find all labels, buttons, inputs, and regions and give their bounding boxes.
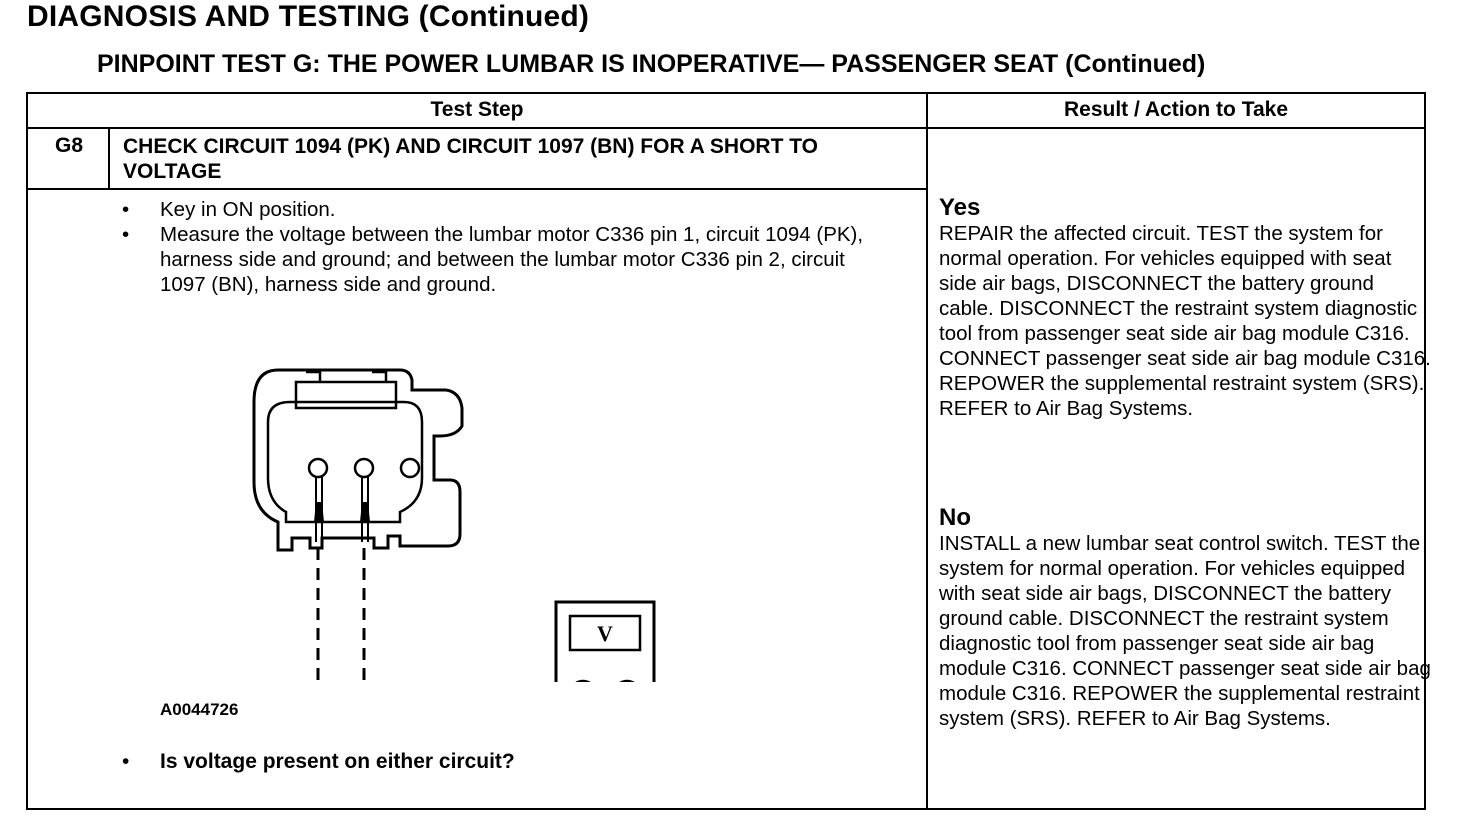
result-no-text: INSTALL a new lumbar seat control switch… xyxy=(939,532,1431,730)
column-divider xyxy=(926,94,928,808)
voltmeter-positive-terminal xyxy=(568,679,598,709)
connector-voltmeter-diagram: V + − xyxy=(250,362,670,776)
connector-cavity xyxy=(266,400,424,524)
figure-id: A0044726 xyxy=(160,700,239,719)
page-title: DIAGNOSIS AND TESTING (Continued) xyxy=(27,0,590,33)
result-yes-text: REPAIR the affected circuit. TEST the sy… xyxy=(939,222,1431,420)
voltmeter-display xyxy=(568,614,642,652)
step-question: Is voltage present on either circuit? xyxy=(118,750,878,774)
connector-pin-2 xyxy=(353,457,375,479)
voltmeter-negative-terminal xyxy=(612,679,642,709)
header-result-action: Result / Action to Take xyxy=(1063,98,1289,121)
result-no-label: No xyxy=(939,504,971,531)
instruction-item: Measure the voltage between the lumbar m… xyxy=(118,222,878,297)
result-yes: Yes REPAIR the affected circuit. TEST th… xyxy=(939,195,1431,421)
pinpoint-test-table: Test Step Result / Action to Take G8 CHE… xyxy=(26,92,1431,810)
connector-body xyxy=(252,368,464,552)
pinpoint-test-title: PINPOINT TEST G: THE POWER LUMBAR IS INO… xyxy=(97,50,1206,78)
step-id-divider xyxy=(108,127,110,190)
connector-latch xyxy=(294,380,398,410)
header-test-step: Test Step xyxy=(430,98,524,121)
connector-pin-3 xyxy=(399,457,421,479)
connector-pin-1 xyxy=(307,457,329,479)
step-title: CHECK CIRCUIT 1094 (PK) AND CIRCUIT 1097… xyxy=(123,135,819,183)
instruction-item: Key in ON position. xyxy=(118,197,878,222)
header-divider xyxy=(28,127,1424,129)
voltmeter-symbol: V xyxy=(597,621,613,646)
wiring-diagram-svg: V + − xyxy=(252,368,656,776)
step-title-divider xyxy=(28,188,926,190)
step-instructions: Key in ON position. Measure the voltage … xyxy=(118,197,878,297)
result-yes-label: Yes xyxy=(939,194,981,221)
step-id: G8 xyxy=(54,134,83,157)
result-no: No INSTALL a new lumbar seat control swi… xyxy=(939,505,1431,731)
